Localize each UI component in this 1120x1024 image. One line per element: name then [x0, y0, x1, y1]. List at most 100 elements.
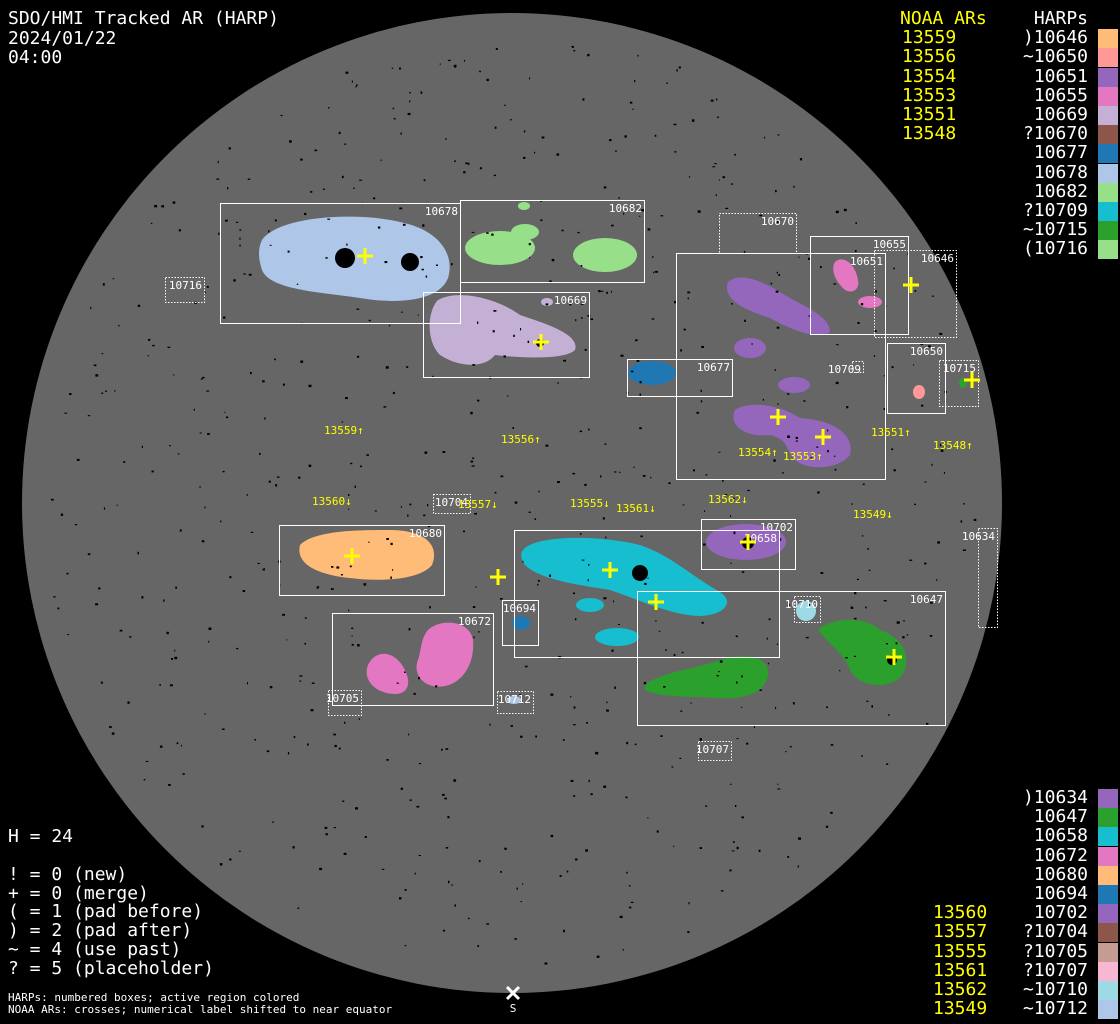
sunspot-speck [427, 526, 431, 528]
sunspot-speck [639, 381, 642, 384]
sunspot-speck [176, 742, 179, 745]
sunspot-speck [442, 793, 445, 796]
sunspot-speck [810, 457, 813, 459]
sunspot-speck [408, 628, 411, 631]
sunspot-speck [348, 609, 350, 612]
harp-box: 10716 [165, 277, 205, 303]
sunspot-speck [940, 449, 944, 452]
sunspot-speck [287, 250, 290, 253]
sunspot-speck [384, 261, 388, 264]
sunspot-speck [788, 603, 790, 606]
sunspot-speck [390, 542, 393, 546]
sunspot-speck [233, 279, 236, 282]
sunspot-speck [776, 326, 780, 329]
sunspot-speck [175, 586, 177, 589]
sunspot-speck [820, 266, 822, 269]
sunspot-speck [622, 949, 624, 951]
sunspot-speck [830, 744, 834, 746]
sunspot-speck [587, 315, 591, 317]
sunspot-speck [575, 858, 578, 861]
sunspot-speck [90, 306, 92, 310]
harp-box-label: 10677 [697, 361, 730, 374]
noaa-legend-item: 13548 [902, 123, 957, 145]
sunspot-speck [571, 45, 574, 48]
sunspot-speck [600, 290, 604, 292]
sunspot-speck [451, 884, 454, 886]
harp-box-label: 10646 [921, 252, 954, 265]
sunspot-speck [611, 290, 612, 293]
sunspot-speck [736, 681, 738, 684]
harp-box: 10634 [962, 528, 998, 628]
sunspot-speck [172, 201, 176, 204]
sunspot-speck [399, 207, 403, 210]
sunspot-speck [522, 561, 524, 563]
sunspot-speck [417, 314, 419, 316]
sunspot-speck [705, 474, 708, 476]
sunspot-speck [229, 858, 232, 861]
sunspot-speck [846, 406, 849, 409]
noaa-legend-item: 13557 [933, 921, 988, 943]
sunspot-speck [551, 258, 555, 262]
key-pad-after: ) = 2 (pad after) [8, 920, 193, 942]
sunspot-speck [494, 126, 497, 129]
sunspot-speck [534, 151, 536, 154]
harp-box-label: 10651 [850, 255, 883, 268]
sunspot-speck [169, 445, 171, 447]
harp-color-swatch [1098, 48, 1118, 68]
sunspot-speck [432, 375, 434, 378]
sunspot-speck [453, 779, 457, 782]
sunspot-speck [603, 186, 607, 189]
harp-box: 10709 [828, 361, 864, 376]
sunspot-speck [223, 316, 226, 319]
sunspot-speck [441, 748, 443, 751]
sunspot-speck [570, 696, 572, 698]
sunspot-speck [883, 600, 887, 602]
sunspot-speck [400, 506, 402, 508]
sunspot-speck [682, 504, 685, 506]
sunspot-speck [141, 445, 143, 448]
harp-box-label: 10647 [910, 593, 943, 606]
sunspot-speck [507, 395, 509, 397]
sunspot-speck [639, 393, 641, 396]
sunspot-speck [268, 480, 271, 483]
harp-legend-item: (10716 [1022, 238, 1088, 260]
sunspot-speck [351, 80, 353, 83]
sunspot-speck [626, 871, 628, 874]
harp-box: 10677 [627, 359, 733, 397]
harp-box: 10669 [423, 292, 590, 378]
sunspot-speck [355, 807, 358, 810]
sunspot-speck [586, 722, 588, 724]
sunspot-speck [513, 334, 515, 337]
harp-box-label: 10707 [696, 743, 729, 756]
sunspot-speck [401, 311, 403, 313]
sunspot-speck [276, 476, 280, 478]
sunspot-speck [416, 805, 420, 808]
sunspot-speck [845, 657, 848, 659]
sunspot-speck [351, 635, 353, 637]
noaa-legend-item: 13560 [933, 902, 988, 924]
sunspot-speck [540, 219, 543, 221]
sunspot-speck [561, 229, 564, 232]
sunspot-speck [357, 355, 360, 358]
sunspot-speck [557, 481, 560, 483]
sunspot-speck [471, 465, 475, 467]
sunspot-speck [718, 227, 720, 229]
sunspot-speck [647, 817, 649, 819]
sunspot-speck [700, 400, 703, 403]
sunspot-speck [766, 637, 768, 640]
harp-box-label: 10634 [962, 530, 995, 543]
sunspot-speck [777, 134, 780, 136]
sunspot-speck [679, 757, 682, 759]
sunspot-speck [635, 339, 638, 342]
sunspot-speck [178, 229, 181, 232]
noaa-cross-icon [964, 372, 980, 388]
sunspot-speck [718, 451, 721, 453]
sunspot-speck [512, 427, 514, 429]
sunspot-speck [596, 955, 600, 958]
region-10682 [465, 231, 535, 265]
harp-color-swatch [1098, 923, 1118, 943]
sunspot-speck [338, 747, 341, 750]
harp-legend-item: 10677 [1033, 142, 1088, 164]
sunspot [632, 565, 648, 581]
